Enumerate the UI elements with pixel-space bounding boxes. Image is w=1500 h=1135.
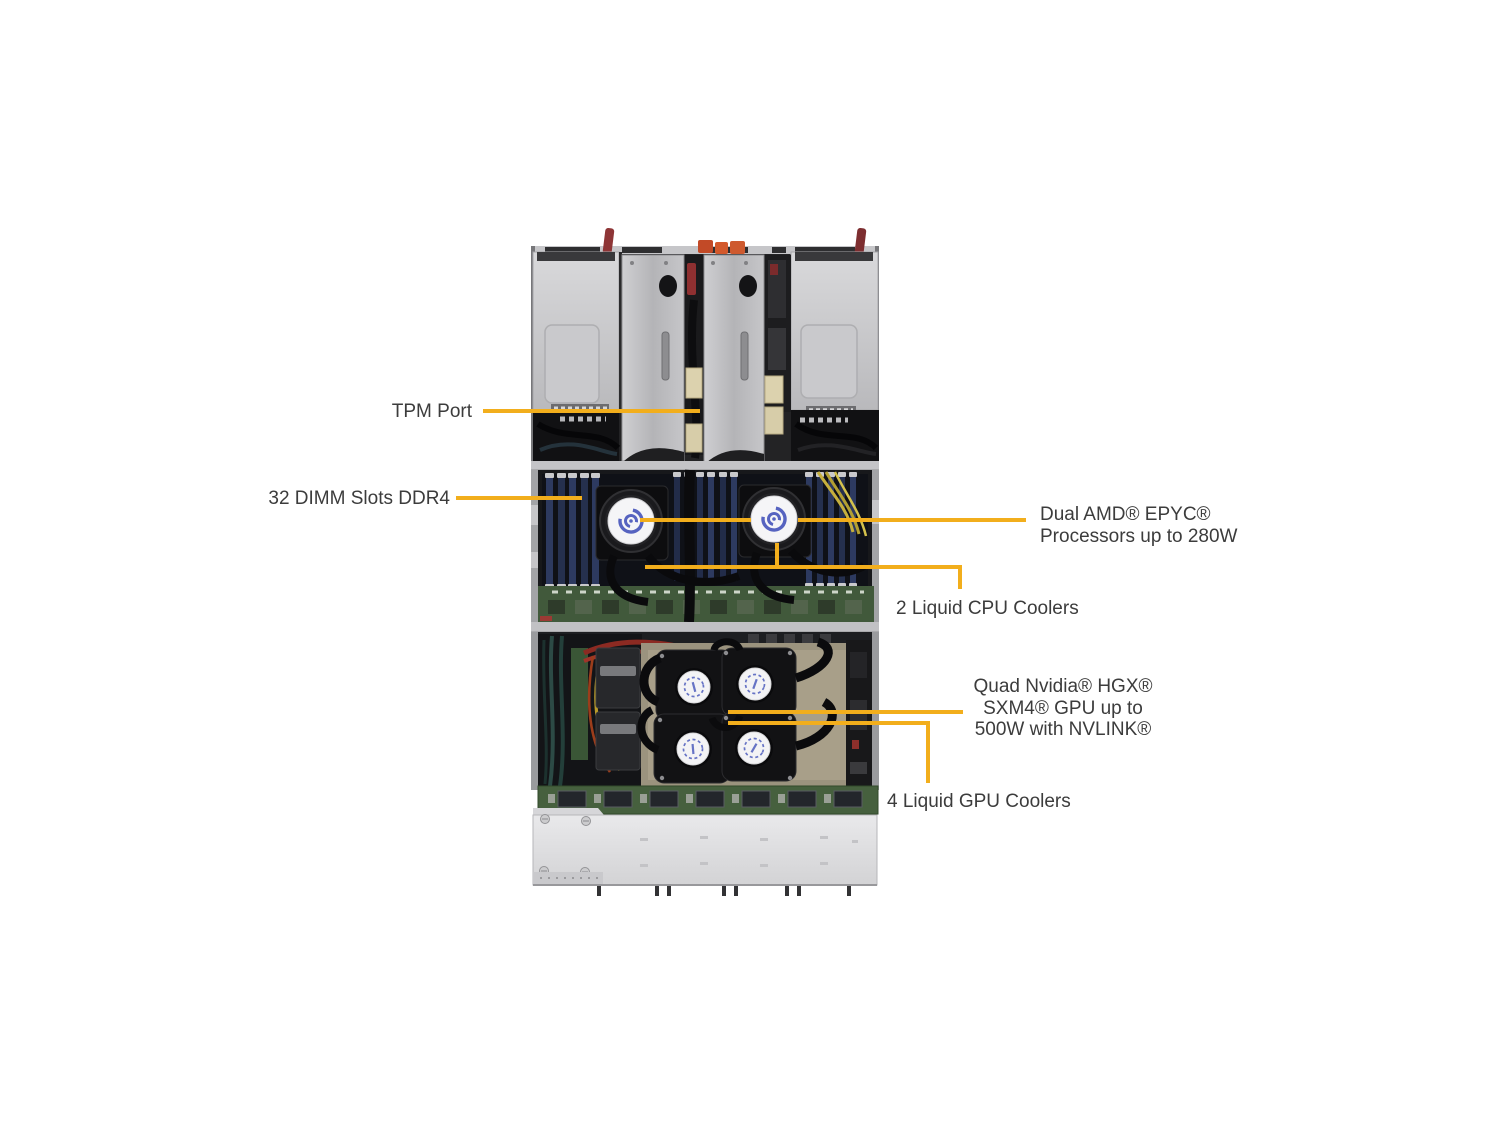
front-panel-plate [532,808,878,896]
gpu-pump-cap-3 [674,730,712,768]
power-connectors [698,240,745,254]
gpu-pump-cap-1 [675,668,713,706]
callout-line-gpu-coolers [728,721,930,783]
callout-label-gpus: Quad Nvidia® HGX® SXM4® GPU up to 500W w… [960,676,1166,741]
callout-line-cpu-coolers [645,543,962,589]
gpu-pump-cap-2 [736,665,774,703]
chassis-top-section [531,227,879,476]
motherboard-section [531,469,879,623]
gpu-pump-caps [657,650,793,781]
psu-latch-right [854,227,867,255]
callout-label-processors: Dual AMD® EPYC® Processors up to 280W [1040,504,1237,547]
psu-right [790,251,879,414]
gpus-line-1: Quad Nvidia® HGX® [973,676,1153,697]
gpus-line-3: 500W with NVLINK® [974,719,1152,740]
riser-bracket-right [703,254,765,464]
cpu-pump-2 [742,487,806,551]
cpu-pump-1 [599,489,663,553]
callout-label-dimm-slots: 32 DIMM Slots DDR4 [268,488,450,509]
motherboard-pcb [538,586,874,622]
callout-label-cpu-coolers: 2 Liquid CPU Coolers [896,598,1079,619]
callout-lines [456,409,1026,783]
psu-latch-left [602,227,615,255]
gpu-pump-cap-4 [735,729,773,767]
yellow-cables [816,471,868,537]
callout-label-gpu-coolers: 4 Liquid GPU Coolers [887,791,1071,812]
coolant-tubes-cpu [606,469,866,623]
riser-bracket-left [621,254,685,462]
processors-line-1: Dual AMD® EPYC® [1040,504,1211,525]
gpu-backplane-pcb [537,785,879,815]
callout-label-tpm-port: TPM Port [391,401,472,422]
psu-left [532,251,620,413]
processors-line-2: Processors up to 280W [1040,525,1238,547]
chassis-divider-bar [531,622,879,632]
gpus-line-2: SXM4® GPU up to [983,697,1143,719]
cable-area-left [538,634,695,787]
chassis-tabs [597,886,851,896]
